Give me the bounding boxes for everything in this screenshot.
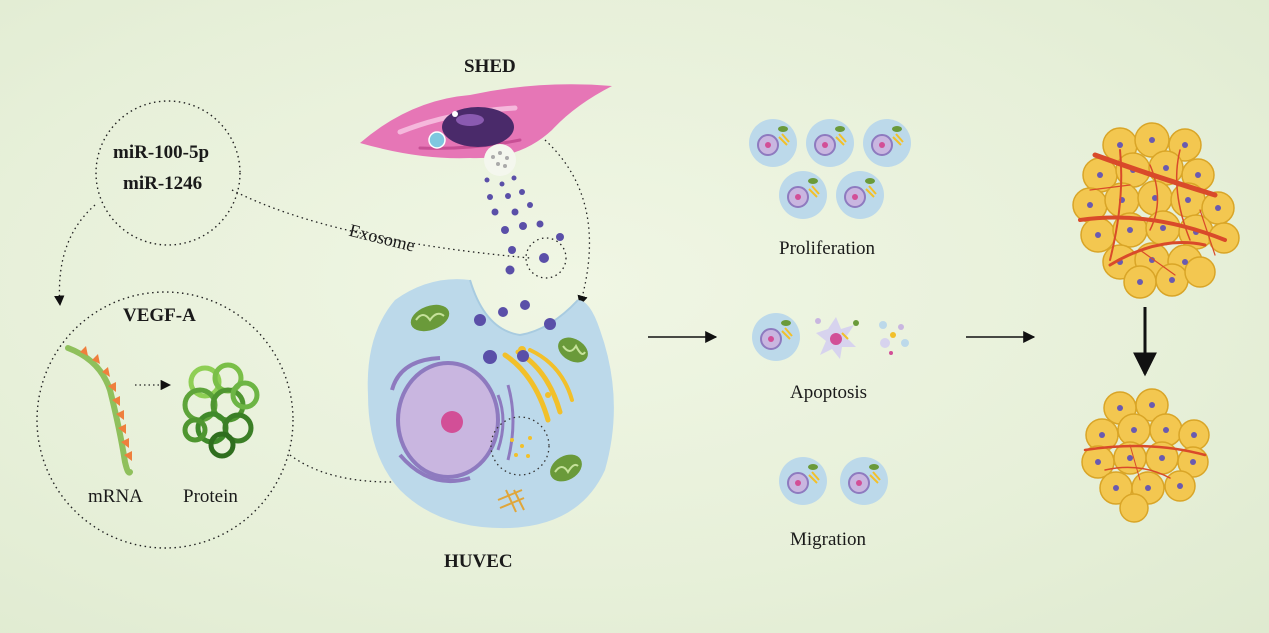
huvec-label: HUVEC	[444, 551, 513, 572]
mirna-to-vegf-arrow	[54, 204, 96, 307]
protein-label: Protein	[183, 486, 238, 507]
proliferation-cells	[749, 119, 911, 219]
shed-cell-illustration	[360, 84, 612, 159]
vegf-circle	[36, 291, 294, 549]
migration-cells	[779, 457, 888, 505]
mirna-circle	[95, 100, 241, 246]
mirna-to-exosome-connector	[231, 189, 531, 259]
shed-to-huvec-arrow	[544, 139, 591, 307]
mrna-illustration	[65, 345, 133, 476]
exosome-highlight-circle	[525, 237, 567, 279]
apoptosis-label: Apoptosis	[790, 382, 868, 403]
mirna-label-1: miR-100-5p	[113, 142, 210, 163]
shed-label: SHED	[464, 56, 516, 77]
vascularized-tissue-illustration	[1072, 122, 1240, 299]
vegf-label: VEGF-A	[123, 305, 196, 326]
apoptosis-cells	[752, 313, 909, 361]
exosome-release	[484, 144, 567, 279]
mirna-label-2: miR-1246	[123, 173, 203, 194]
tissue-illustration-bottom	[1081, 388, 1210, 523]
protein-illustration	[182, 362, 260, 459]
mrna-label: mRNA	[88, 486, 143, 507]
vegf-to-huvec-connector	[289, 454, 491, 483]
huvec-cell-illustration	[367, 279, 614, 529]
migration-label: Migration	[790, 529, 866, 550]
proliferation-label: Proliferation	[779, 238, 876, 259]
